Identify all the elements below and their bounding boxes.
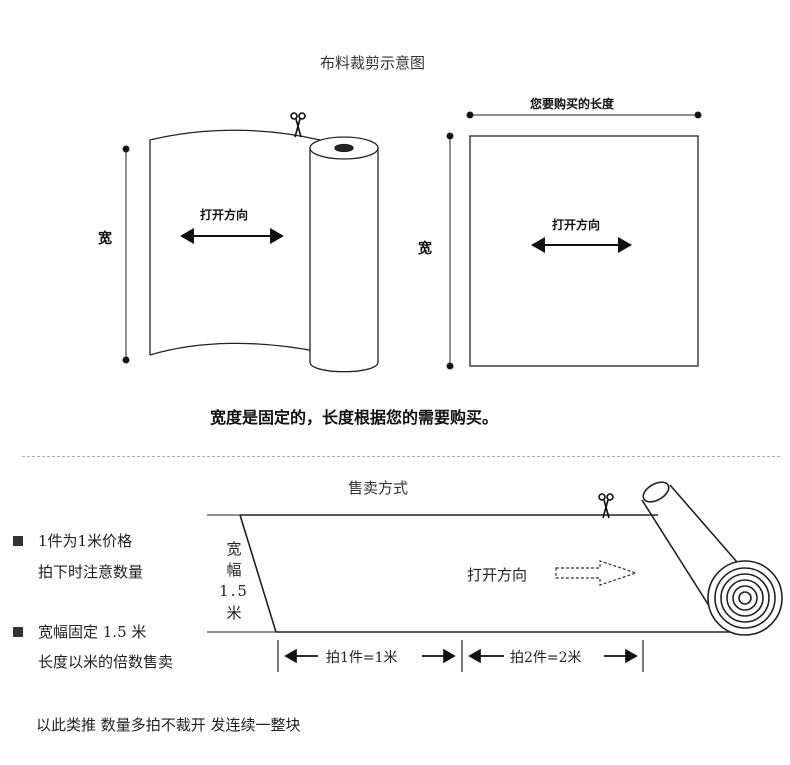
- note-2-line-2: 长度以米的倍数售卖: [38, 653, 174, 671]
- square-bullet-icon: [13, 536, 23, 546]
- measure-1-label: 拍1件=1米: [326, 650, 398, 666]
- measurement-ticks: [277, 640, 644, 672]
- square-bullet-icon: [13, 627, 23, 637]
- bottom-direction-label: 打开方向: [467, 566, 528, 584]
- width-label-line-2: 幅: [226, 561, 242, 579]
- width-label-line-4: 米: [226, 604, 242, 622]
- note-1-line-2: 拍下时注意数量: [38, 563, 144, 581]
- left-width-dimension: [122, 145, 130, 364]
- scissors-icon: [598, 493, 614, 519]
- width-label-line-3: 1.5: [219, 582, 249, 600]
- width-label-line-1: 宽: [226, 540, 242, 558]
- diagram-title: 布料裁剪示意图: [320, 54, 426, 72]
- right-width-label: 宽: [418, 241, 432, 257]
- left-fabric-sheet: [149, 129, 321, 356]
- note-2-line-1: 宽幅固定 1.5 米: [38, 623, 147, 641]
- bottom-fabric-roll: [641, 481, 783, 636]
- note-1-line-1: 1件为1米价格: [38, 532, 133, 550]
- right-width-dimension: [446, 132, 454, 370]
- section-divider: [22, 456, 780, 457]
- left-width-label: 宽: [98, 231, 112, 247]
- footer-note: 以此类推 数量多拍不裁开 发连续一整块: [36, 716, 301, 734]
- dashed-direction-arrow: [555, 560, 638, 586]
- right-length-dimension: [466, 111, 702, 119]
- top-caption: 宽度是固定的，长度根据您的需要购买。: [210, 408, 499, 427]
- measure-2-label: 拍2件=2米: [510, 650, 582, 666]
- right-direction-label: 打开方向: [552, 218, 601, 232]
- sales-method-title: 售卖方式: [348, 479, 409, 497]
- right-length-label: 您要购买的长度: [530, 97, 615, 111]
- left-direction-label: 打开方向: [200, 208, 249, 222]
- bottom-fabric-sheet: [207, 514, 735, 633]
- right-fabric-sheet: [469, 135, 699, 367]
- scissors-icon: [290, 112, 306, 138]
- left-fabric-roll: [309, 136, 379, 373]
